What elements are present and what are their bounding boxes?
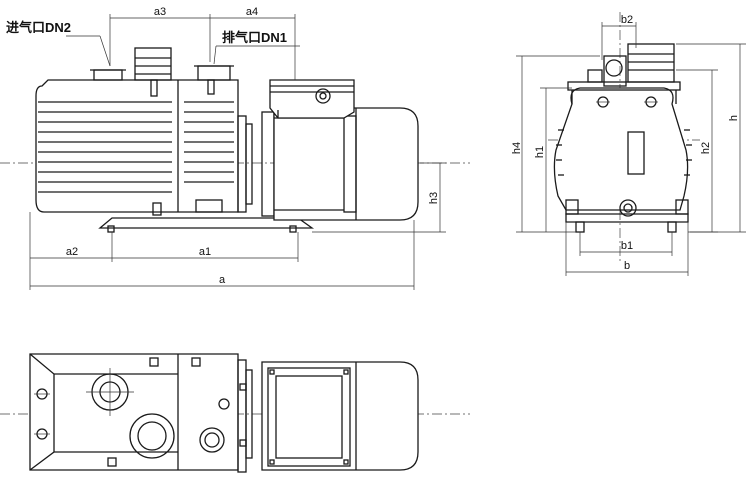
inlet-port	[90, 69, 126, 81]
svg-text:b: b	[624, 260, 630, 272]
dim-b1: b1	[579, 232, 673, 256]
dim-a2-a1: a2 a1	[29, 212, 299, 290]
motor	[269, 79, 419, 221]
dim-h1: h1	[534, 87, 572, 232]
dim-h: h	[676, 43, 746, 233]
svg-text:a1: a1	[199, 246, 211, 258]
pump-body	[35, 79, 239, 213]
svg-text:h: h	[728, 115, 740, 121]
svg-text:h2: h2	[700, 142, 712, 154]
dim-a: a	[30, 220, 415, 290]
svg-text:排气口DN1: 排气口DN1	[222, 30, 287, 45]
dim-h3: h3	[312, 162, 446, 233]
svg-text:a4: a4	[246, 6, 258, 18]
svg-text:h1: h1	[534, 146, 546, 158]
side-view: b2 h4 h1 h2 h	[511, 12, 746, 276]
dim-h2: h2	[676, 69, 718, 233]
svg-text:h3: h3	[428, 192, 440, 204]
dim-a4: a4	[210, 6, 296, 80]
top-motor	[261, 361, 419, 471]
svg-text:a3: a3	[154, 6, 166, 18]
inlet-callout: 进气口DN2	[6, 20, 111, 67]
front-view: a3 a4 h3 a2 a1 a	[0, 6, 470, 290]
top-view	[0, 353, 470, 473]
svg-text:b2: b2	[621, 14, 633, 26]
outlet-port	[194, 65, 234, 95]
svg-text:进气口DN2: 进气口DN2	[6, 20, 71, 35]
dim-a3: a3	[109, 6, 211, 66]
cooling-fins	[38, 101, 234, 193]
dim-b: b	[565, 222, 689, 276]
svg-text:a: a	[219, 274, 226, 286]
side-body	[553, 87, 689, 211]
svg-text:h4: h4	[511, 142, 523, 154]
oil-cap	[134, 47, 172, 97]
dim-b2: b2	[601, 14, 637, 60]
svg-text:a2: a2	[66, 246, 78, 258]
outlet-callout: 排气口DN1	[213, 30, 300, 65]
svg-text:b1: b1	[621, 240, 633, 252]
